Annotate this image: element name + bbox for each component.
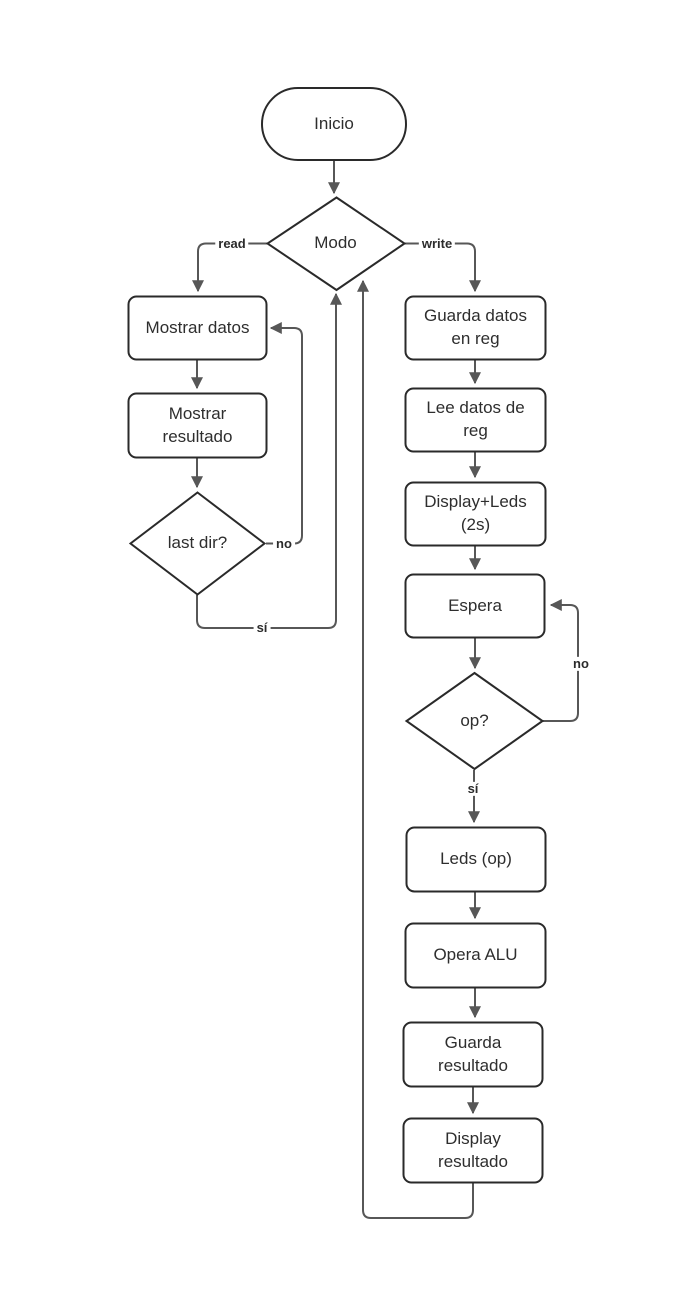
shape-opera-alu [404,922,547,989]
shape-espera [404,573,546,639]
shape-last-dir [128,491,267,596]
shape-mostrar-datos [127,295,268,361]
edge-last-dir-no-loop [266,322,303,545]
shape-modo [265,196,407,292]
shape-guarda-datos [404,295,547,361]
shape-leds-op [405,826,547,893]
shape-display-leds [404,481,547,547]
edge-modo-read [192,242,267,293]
shape-inicio [261,87,407,161]
shape-guarda-resultado [402,1021,544,1088]
shape-op [404,671,545,771]
shape-display-resultado [402,1117,544,1184]
edge-modo-write [405,242,481,293]
edge-display-resultado-modo [357,279,474,1219]
shape-lee-datos [404,387,547,453]
shape-mostrar-resultado [127,392,268,459]
edge-op-no-loop [543,599,579,722]
